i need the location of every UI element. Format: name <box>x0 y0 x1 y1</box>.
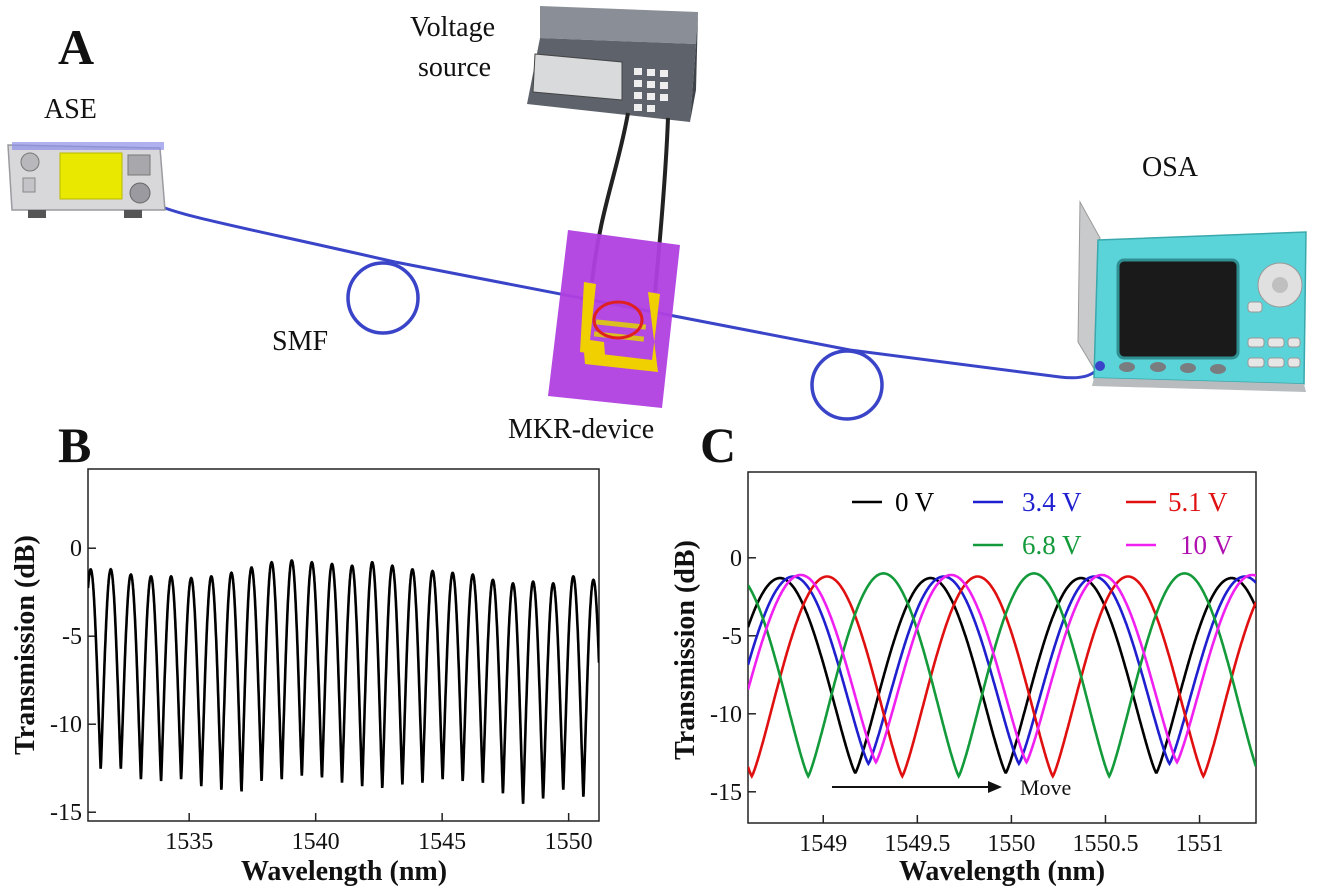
chart-c-xtick: 1551 <box>1176 831 1224 857</box>
legend-label: 5.1 V <box>1168 487 1228 517</box>
fiber-segment <box>139 195 396 264</box>
move-annotation: Move <box>1020 775 1071 800</box>
ase-screen <box>59 152 123 200</box>
smf-label: SMF <box>272 326 328 357</box>
chart-c-ytick: -15 <box>710 780 742 806</box>
chart-b-ylabel: Transmission (dB) <box>10 535 41 755</box>
legend-label: 6.8 V <box>1022 530 1082 560</box>
chart-b-ytick: 0 <box>70 536 82 562</box>
chart-c-legend: 0 V 3.4 V 5.1 V 6.8 V 10 V <box>852 487 1233 560</box>
chart-b-ytick: -10 <box>50 712 82 738</box>
panel-a-letter: A <box>58 19 94 75</box>
osa-input-port <box>1095 361 1105 371</box>
voltage-display <box>532 53 623 101</box>
fiber-segment <box>849 348 1102 380</box>
voltage-label-line2: source <box>418 52 491 83</box>
chart-b-xtick: 1545 <box>418 829 466 855</box>
chart-c-xtick: 1549.5 <box>884 831 950 857</box>
chart-b-ytick: -5 <box>62 624 82 650</box>
chart-c-ytick: -5 <box>722 624 742 650</box>
osa-screen <box>1116 258 1240 360</box>
ase-output-port <box>129 182 151 204</box>
chart-b-xlabel: Wavelength (nm) <box>241 856 447 887</box>
chart-c-series-line <box>748 576 1256 774</box>
panel-b-letter: B <box>58 417 91 473</box>
ase-source <box>7 142 166 218</box>
electrode-right <box>584 292 660 372</box>
ring-resonator <box>592 300 644 340</box>
voltage-source <box>527 6 698 122</box>
chart-c-xtick: 1549 <box>799 831 847 857</box>
chart-c-series-line <box>748 573 1256 765</box>
chart-b-plot <box>88 559 599 804</box>
panel-c-letter: C <box>700 417 736 473</box>
chart-c-series-line <box>748 575 1256 767</box>
legend-label: 3.4 V <box>1022 487 1082 517</box>
legend-label: 10 V <box>1180 530 1233 560</box>
voltage-keypad <box>634 68 668 112</box>
panel-a: A ASE <box>7 6 1307 445</box>
device-label: MKR-device <box>508 414 654 445</box>
osa <box>1077 200 1307 392</box>
smf-coil-left <box>346 261 420 335</box>
chart-c-ytick: -10 <box>710 702 742 728</box>
chart-c-xlabel: Wavelength (nm) <box>899 856 1105 887</box>
panel-c: C 1549 1549.5 1550 1550.5 1551 0 -5 -10 … <box>670 417 1257 887</box>
chart-c-xtick: 1550 <box>987 831 1035 857</box>
legend-label: 0 V <box>895 487 935 517</box>
chart-c-series-line <box>748 575 1256 779</box>
osa-ports <box>1119 362 1226 374</box>
ase-knob <box>20 152 40 172</box>
panel-b: B 1535 1540 1545 1550 0 -5 -10 -15 Wavel… <box>10 417 600 887</box>
smf-coil-right <box>810 349 884 421</box>
chart-c-frame <box>747 471 1257 824</box>
chart-c-ticks <box>748 557 1201 823</box>
chart-c-plot <box>748 572 1256 779</box>
ase-label: ASE <box>44 94 97 125</box>
chart-c-ytick: 0 <box>730 546 742 572</box>
osa-label: OSA <box>1142 152 1199 183</box>
move-arrow-head <box>988 781 1002 793</box>
device-substrate <box>548 230 680 408</box>
chart-c-ylabel: Transmission (dB) <box>670 540 701 760</box>
chart-b-xtick: 1535 <box>165 829 213 855</box>
electrode-left <box>580 282 605 355</box>
chart-b-series-line <box>88 559 599 804</box>
chart-c-xtick: 1550.5 <box>1072 831 1138 857</box>
osa-dpad <box>1257 262 1303 308</box>
voltage-label-line1: Voltage <box>410 12 495 43</box>
chart-c-series-line <box>748 572 1256 779</box>
osa-buttons <box>1247 301 1301 368</box>
mkr-device <box>548 230 680 408</box>
chart-b-ticks <box>88 547 570 821</box>
chart-b-xtick: 1540 <box>292 829 340 855</box>
chart-b-xtick: 1550 <box>545 829 593 855</box>
chart-b-ytick: -15 <box>50 800 82 826</box>
